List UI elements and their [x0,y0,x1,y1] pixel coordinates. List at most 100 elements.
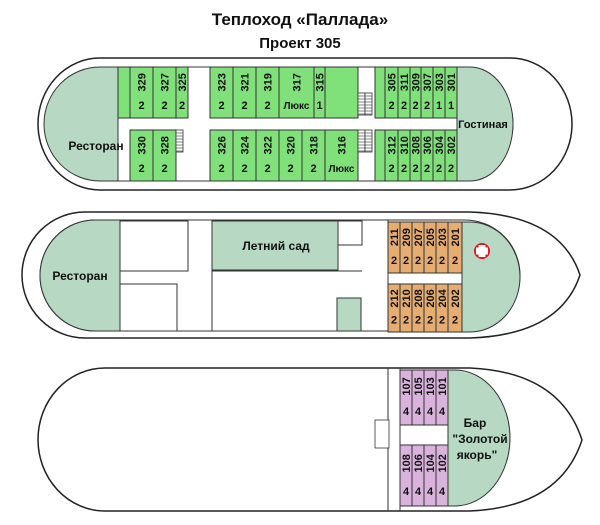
cabin-319[interactable]: 319 2 [255,66,280,119]
cabin-capacity: 4 [415,486,422,498]
cabin-330[interactable]: 330 2 [129,129,154,182]
cabin-number: 305 [387,73,399,91]
staircase-icon [364,92,373,116]
cabin-capacity: 2 [138,163,144,175]
cabin-capacity: 2 [424,100,430,112]
cabin-capacity: 2 [264,100,270,112]
cabin-310[interactable]: 310 2 [397,129,411,182]
cabin-number: 329 [137,73,149,91]
cabin-number: 316 [337,136,349,154]
cabin-329[interactable]: 329 2 [129,66,154,119]
cabin-capacity: 2 [138,100,144,112]
cabin-box[interactable] [444,66,458,119]
cabin-capacity: 2 [401,100,407,112]
deck-3-bar[interactable] [447,369,511,507]
cabin-box[interactable] [435,369,449,426]
cabin-box[interactable] [444,129,458,182]
cabin-number: 330 [137,136,149,154]
cabin-capacity: 2 [401,163,407,175]
deck-2-summer-garden[interactable] [211,220,339,271]
cabin-327[interactable]: 327 2 [152,66,177,119]
deck-2-room [337,220,363,246]
deck-1-lounge[interactable] [456,66,514,182]
cabin-box[interactable] [278,66,315,119]
cabin-capacity: 2 [439,255,445,267]
cabin-capacity: 2 [218,163,224,175]
cabin-number: 204 [437,288,449,307]
cabin-number: 104 [425,453,437,472]
deck-1-lounge-label: Гостиная [458,119,508,131]
cabin-box[interactable] [324,129,359,182]
cabin-number: 315 [315,73,327,91]
deck-2-room [119,220,189,272]
cabin-box[interactable] [447,221,463,274]
cabin-capacity: 2 [161,100,167,112]
cabin-number: 327 [160,73,172,91]
cabin-number: 303 [434,73,446,91]
staircase-icon [364,129,373,153]
cabin-capacity: 2 [310,163,316,175]
cabin-number: 322 [263,136,275,154]
cabin-capacity: 2 [436,163,442,175]
cabin-number: 208 [413,289,425,307]
cabin-box[interactable] [152,129,177,182]
deck-1-restaurant[interactable] [43,66,119,182]
cabin-box[interactable] [175,66,189,119]
cabin-capacity: 2 [415,314,421,326]
cabin-box[interactable] [435,444,449,507]
cabin-number: 309 [411,73,423,91]
cabin-box[interactable] [447,283,463,333]
cabin-number: 212 [389,289,401,307]
cabin-number: 319 [263,73,275,91]
deck-2-cabins: 2112209220722052203220122122210220822062… [387,221,463,333]
cabin-box[interactable] [313,66,326,119]
cabin-number: 310 [399,136,411,154]
deck-2-restaurant[interactable] [39,219,121,332]
deck-1-restaurant-label: Ресторан [68,139,123,153]
bar-label: "Золотой [452,432,507,446]
cabin-number: 101 [437,377,449,395]
